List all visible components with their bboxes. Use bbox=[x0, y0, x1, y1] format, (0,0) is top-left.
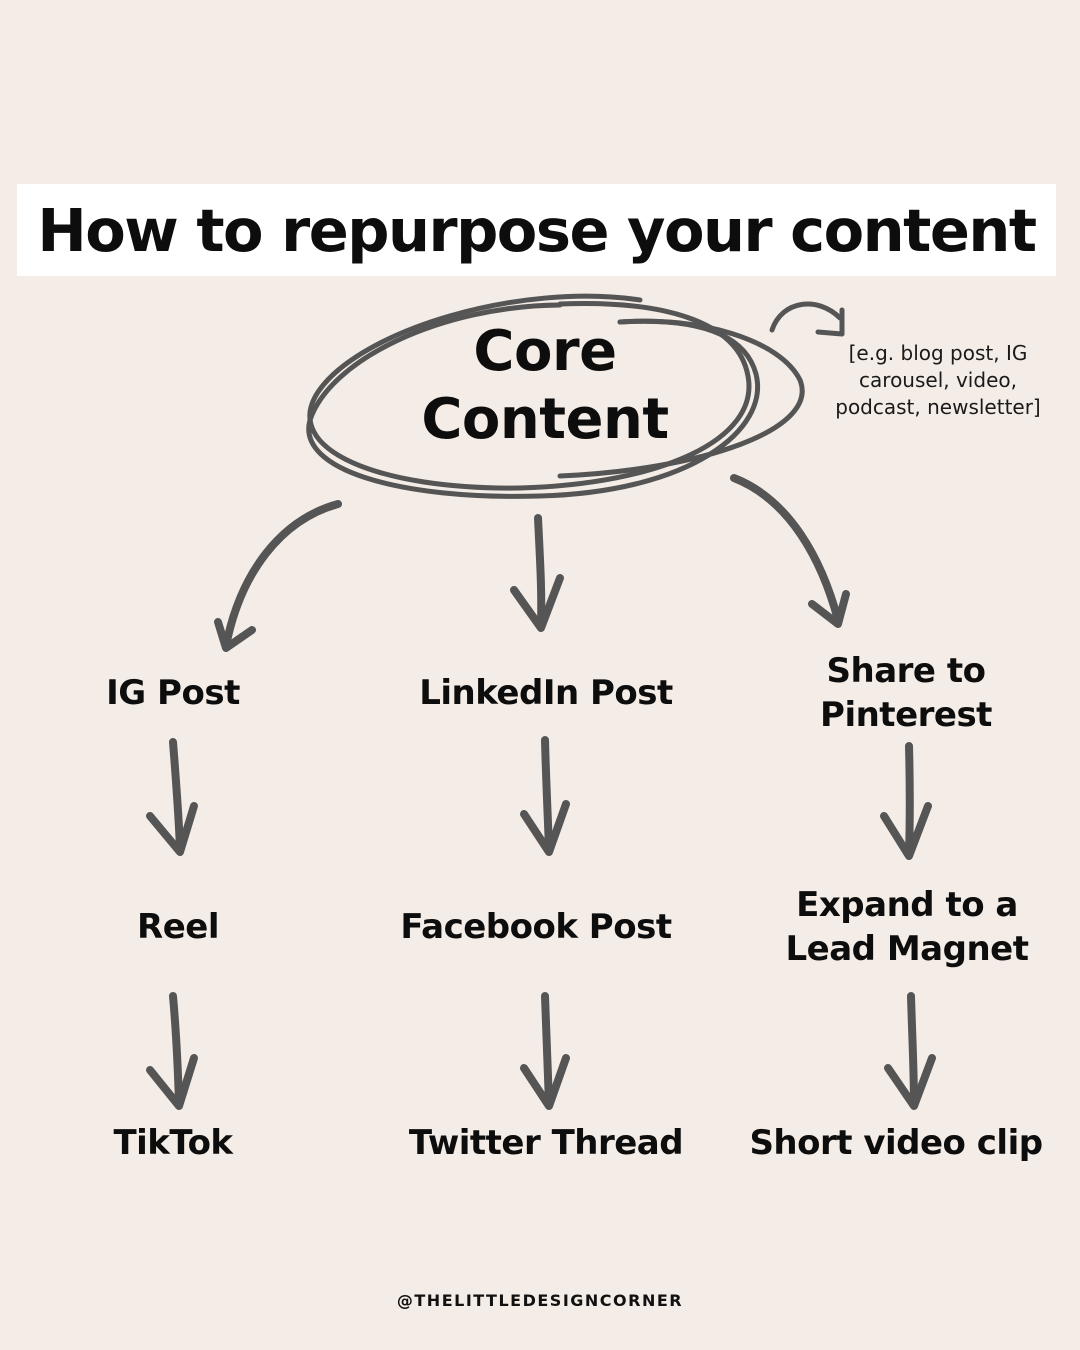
examples-note: [e.g. blog post, IG carousel, video, pod… bbox=[835, 341, 1041, 419]
note-arrow-icon bbox=[769, 301, 845, 337]
core-line-2: Content bbox=[421, 387, 669, 452]
down-arrow-5-icon bbox=[880, 742, 932, 860]
node-share-to-pinterest: Share to Pinterest bbox=[736, 649, 1076, 737]
node-short-video-clip: Short video clip bbox=[749, 1123, 1043, 1163]
node-share-line-1: Share to bbox=[826, 651, 986, 691]
node-twitter-thread: Twitter Thread bbox=[408, 1123, 684, 1163]
branch-arrow-center-icon bbox=[510, 514, 564, 632]
title-banner: How to repurpose your content bbox=[17, 184, 1056, 276]
down-arrow-1-icon bbox=[146, 738, 198, 856]
scribble-circle bbox=[306, 293, 805, 499]
core-line-1: Core bbox=[473, 319, 617, 384]
core-content-label: Core Content bbox=[380, 318, 710, 454]
node-expand-lead-magnet: Expand to a Lead Magnet bbox=[737, 883, 1077, 971]
node-expand-line-2: Lead Magnet bbox=[785, 929, 1029, 969]
down-arrow-2-icon bbox=[146, 992, 198, 1110]
down-arrow-4-icon bbox=[520, 992, 570, 1110]
node-facebook-post: Facebook Post bbox=[400, 907, 672, 947]
down-arrow-3-icon bbox=[520, 736, 570, 856]
node-ig-post: IG Post bbox=[106, 673, 240, 713]
footer-handle: @THELITTLEDESIGNCORNER bbox=[396, 1291, 684, 1310]
node-linkedin-post: LinkedIn Post bbox=[419, 673, 673, 713]
branch-arrow-right-icon bbox=[730, 474, 850, 628]
branch-arrow-left-icon bbox=[214, 500, 342, 652]
node-expand-line-1: Expand to a bbox=[796, 885, 1018, 925]
page-title: How to repurpose your content bbox=[37, 195, 1037, 265]
node-tiktok: TikTok bbox=[113, 1123, 233, 1163]
node-reel: Reel bbox=[137, 907, 219, 947]
node-share-line-2: Pinterest bbox=[820, 695, 992, 735]
down-arrow-6-icon bbox=[884, 992, 936, 1110]
